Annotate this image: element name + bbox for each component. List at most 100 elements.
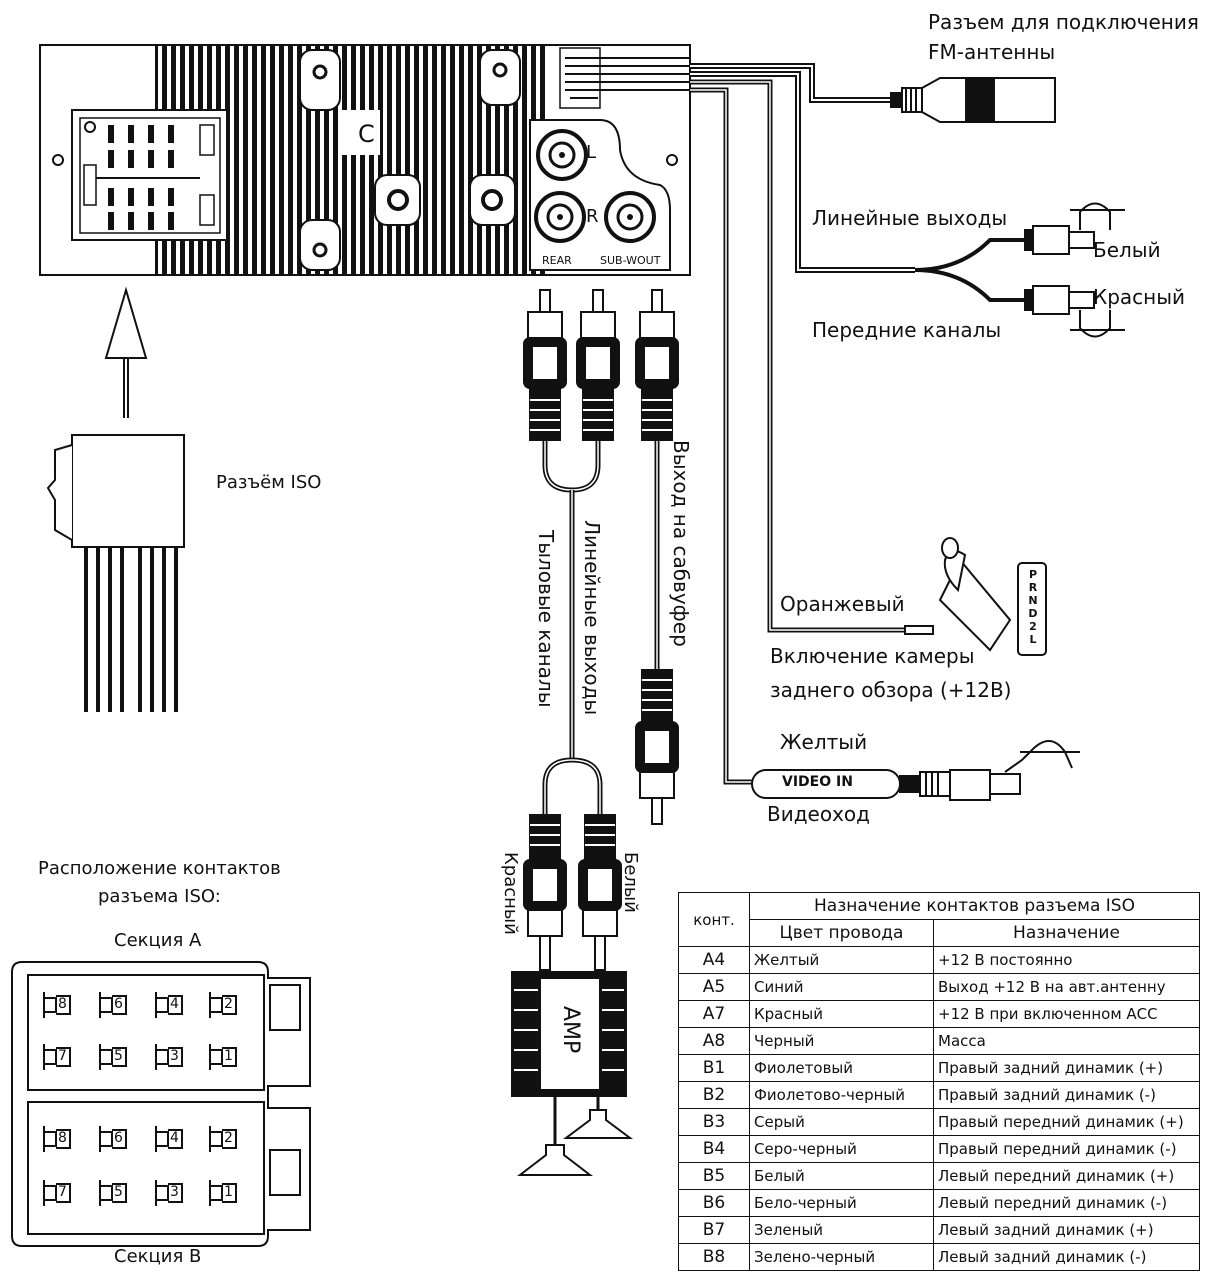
orange-label: Оранжевый: [780, 592, 905, 616]
wire-color-cell: Бело-черный: [749, 1189, 934, 1217]
contact-cell: A4: [678, 946, 750, 974]
subwoofer-output-label: Выход на сабвуфер: [669, 440, 693, 647]
pin-number: 6: [114, 1130, 123, 1146]
purpose-cell: Левый передний динамик (-): [933, 1189, 1200, 1217]
wire-color-cell: Серый: [749, 1108, 934, 1136]
pin-number: 2: [224, 1130, 233, 1146]
contact-cell: A8: [678, 1027, 750, 1055]
video-in-module: [751, 740, 1080, 801]
wire-color-cell: Синий: [749, 973, 934, 1001]
wire-color-cell: Серо-черный: [749, 1135, 934, 1163]
video-input-label: Видеоход: [767, 802, 870, 826]
amp-label: AMP: [558, 1006, 583, 1054]
wire-color-cell: Желтый: [749, 946, 934, 974]
amp-rca-plugs: [523, 814, 622, 971]
rca-plugs-top: [523, 289, 679, 441]
pin-number: 4: [170, 996, 179, 1012]
front-rca-plugs: [1024, 202, 1125, 338]
pin-layout-label-2: разъема ISO:: [98, 886, 221, 907]
pin-number: 7: [58, 1048, 67, 1064]
fm-antenna-label-2: FM-антенны: [928, 40, 1056, 64]
pin-glyph: [99, 992, 127, 1018]
pin-glyph: [43, 1044, 71, 1070]
table-title: Назначение контактов разъема ISO: [749, 892, 1200, 920]
gear-d: D: [1028, 607, 1038, 620]
purpose-cell: Масса: [933, 1027, 1200, 1055]
contact-cell: B8: [678, 1243, 750, 1271]
pin-glyph: [43, 1126, 71, 1152]
pin-glyph: [155, 1044, 183, 1070]
purpose-cell: Правый задний динамик (+): [933, 1054, 1200, 1082]
contact-cell: A5: [678, 973, 750, 1001]
front-channels-label: Передние каналы: [812, 318, 1002, 342]
pin-glyph: [99, 1044, 127, 1070]
rear-label: REAR: [542, 254, 572, 267]
white-vertical-label: Белый: [620, 852, 641, 913]
purpose-cell: Правый передний динамик (+): [933, 1108, 1200, 1136]
purpose-cell: Левый задний динамик (-): [933, 1243, 1200, 1271]
pin-glyph: [155, 1180, 183, 1206]
red-label: Красный: [1093, 285, 1186, 309]
amplifier: [511, 971, 633, 1176]
contact-cell: B3: [678, 1108, 750, 1136]
purpose-cell: +12 В постоянно: [933, 946, 1200, 974]
wire-color-cell: Фиолетово-черный: [749, 1081, 934, 1109]
pin-glyph: [155, 1126, 183, 1152]
pin-number: 7: [58, 1184, 67, 1200]
white-label: Белый: [1093, 238, 1161, 262]
gear-l: L: [1029, 633, 1037, 646]
fm-antenna-plug: [890, 77, 1056, 123]
camera-on-label: Включение камеры: [770, 644, 975, 668]
purpose-cell: Выход +12 В на авт.антенну: [933, 973, 1200, 1001]
wire-color-cell: Фиолетовый: [749, 1054, 934, 1082]
left-channel-label: L: [586, 142, 597, 163]
contact-cell: B6: [678, 1189, 750, 1217]
col-contact-header: конт.: [678, 892, 750, 947]
purpose-cell: Правый задний динамик (-): [933, 1081, 1200, 1109]
pin-glyph: [155, 992, 183, 1018]
pin-number: 6: [114, 996, 123, 1012]
gear-shifter-icon: [938, 537, 1047, 656]
pin-glyph: [209, 1180, 237, 1206]
contact-cell: B2: [678, 1081, 750, 1109]
pin-number: 2: [224, 996, 233, 1012]
pin-glyph: [43, 992, 71, 1018]
svg-text:C: C: [358, 120, 375, 148]
purpose-cell: +12 В при включенном АСС: [933, 1000, 1200, 1028]
iso-connector-label: Разъём ISO: [216, 472, 322, 493]
camera-on-label-2: заднего обзора (+12В): [770, 678, 1012, 702]
wire-color-cell: Белый: [749, 1162, 934, 1190]
line-outputs-vertical-label: Линейные выходы: [580, 520, 604, 716]
iso-pin-layout: [11, 961, 311, 1247]
fm-antenna-label: Разъем для подключения: [928, 10, 1199, 34]
col-purpose-header: Назначение: [933, 919, 1200, 947]
pin-number: 5: [114, 1048, 123, 1064]
contact-cell: B5: [678, 1162, 750, 1190]
section-a-label: Секция А: [114, 930, 202, 951]
gear-n: N: [1028, 594, 1038, 607]
line-outputs-label: Линейные выходы: [812, 206, 1008, 230]
pin-glyph: [99, 1126, 127, 1152]
contact-cell: B4: [678, 1135, 750, 1163]
gear-p: P: [1028, 568, 1038, 581]
gear-letters: P R N D 2 L: [1024, 568, 1042, 646]
right-channel-label: R: [586, 206, 599, 227]
contact-cell: A7: [678, 1000, 750, 1028]
pin-number: 4: [170, 1130, 179, 1146]
orange-wire-end: [904, 625, 934, 635]
pin-glyph: [209, 1044, 237, 1070]
head-unit: C: [39, 44, 691, 276]
pin-number: 8: [58, 1130, 67, 1146]
iso-pin-table: конт. Назначение контактов разъема ISO Ц…: [678, 892, 1200, 1271]
contact-cell: B7: [678, 1216, 750, 1244]
